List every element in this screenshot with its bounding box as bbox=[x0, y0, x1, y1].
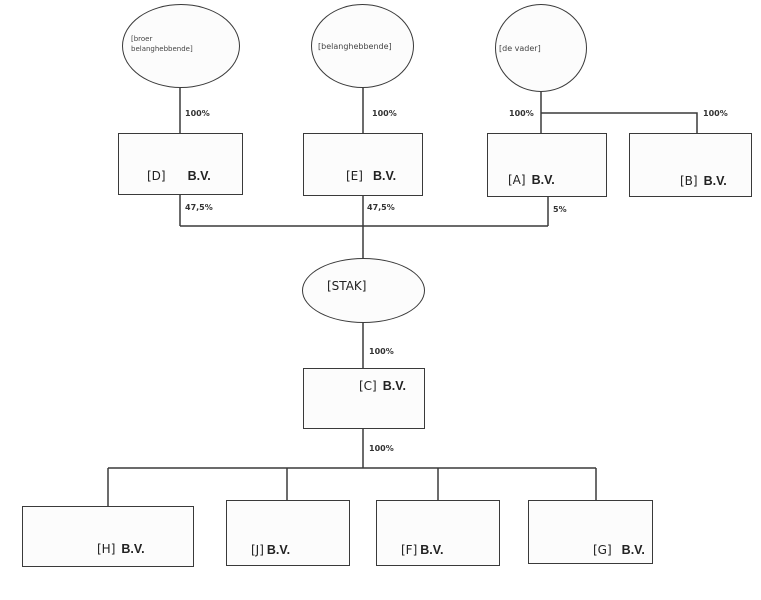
company-g-label: [G] B.V. bbox=[593, 541, 645, 559]
company-e-suffix: B.V. bbox=[372, 169, 397, 183]
company-g-box: [G] B.V. bbox=[528, 500, 653, 564]
company-d-box: [D] B.V. bbox=[118, 133, 243, 195]
person-belanghebbende-label: [belanghebbende] bbox=[318, 42, 392, 51]
pct-vader-to-b: 100% bbox=[703, 109, 728, 118]
company-f-suffix: B.V. bbox=[420, 543, 444, 557]
company-a-label: [A] B.V. bbox=[508, 171, 555, 189]
company-f-box: [F]B.V. bbox=[376, 500, 500, 566]
company-d-label: [D] B.V. bbox=[147, 167, 211, 185]
company-c-suffix: B.V. bbox=[382, 379, 406, 393]
company-f-label: [F]B.V. bbox=[401, 541, 443, 559]
company-j-box: [J]B.V. bbox=[226, 500, 350, 566]
company-j-label: [J]B.V. bbox=[251, 541, 290, 559]
pct-d-to-stak: 47,5% bbox=[185, 203, 213, 212]
company-e-box: [E] B.V. bbox=[303, 133, 423, 196]
company-a-suffix: B.V. bbox=[531, 173, 555, 187]
company-b-label: [B] B.V. bbox=[680, 172, 727, 190]
pct-e-to-stak: 47,5% bbox=[367, 203, 395, 212]
company-a-id: [A] bbox=[508, 173, 526, 187]
person-broer-label: [broer belanghebbende] bbox=[131, 35, 193, 53]
company-j-id: [J] bbox=[251, 543, 264, 557]
company-h-label: [H] B.V. bbox=[97, 540, 145, 558]
person-vader-label: [de vader] bbox=[499, 44, 541, 53]
company-e-label: [E] B.V. bbox=[346, 167, 396, 185]
stak-label: [STAK] bbox=[327, 279, 367, 293]
company-h-id: [H] bbox=[97, 542, 116, 556]
company-e-id: [E] bbox=[346, 169, 363, 183]
pct-c-to-subsidiaries: 100% bbox=[369, 444, 394, 453]
stak-ellipse: [STAK] bbox=[302, 258, 425, 323]
company-g-id: [G] bbox=[593, 543, 612, 557]
company-c-label: [C] B.V. bbox=[359, 377, 406, 395]
company-f-id: [F] bbox=[401, 543, 418, 557]
company-b-box: [B] B.V. bbox=[629, 133, 752, 197]
pct-belanghebbende-to-e: 100% bbox=[372, 109, 397, 118]
company-c-box: [C] B.V. bbox=[303, 368, 425, 429]
pct-vader-to-a: 100% bbox=[509, 109, 534, 118]
company-j-suffix: B.V. bbox=[266, 543, 291, 557]
company-h-box: [H] B.V. bbox=[22, 506, 194, 567]
company-c-id: [C] bbox=[359, 379, 377, 393]
person-de-vader: [de vader] bbox=[495, 4, 587, 92]
pct-stak-to-c: 100% bbox=[369, 347, 394, 356]
company-d-suffix: B.V. bbox=[187, 169, 211, 183]
pct-broer-to-d: 100% bbox=[185, 109, 210, 118]
company-g-suffix: B.V. bbox=[621, 543, 645, 557]
line-vader-to-b bbox=[541, 112, 698, 133]
company-b-suffix: B.V. bbox=[703, 174, 727, 188]
person-belanghebbende: [belanghebbende] bbox=[311, 4, 414, 88]
pct-a-to-stak: 5% bbox=[553, 205, 567, 214]
company-h-suffix: B.V. bbox=[121, 542, 145, 556]
company-d-id: [D] bbox=[147, 169, 166, 183]
company-b-id: [B] bbox=[680, 174, 698, 188]
person-broer-belanghebbende: [broer belanghebbende] bbox=[122, 4, 240, 88]
company-a-box: [A] B.V. bbox=[487, 133, 607, 197]
